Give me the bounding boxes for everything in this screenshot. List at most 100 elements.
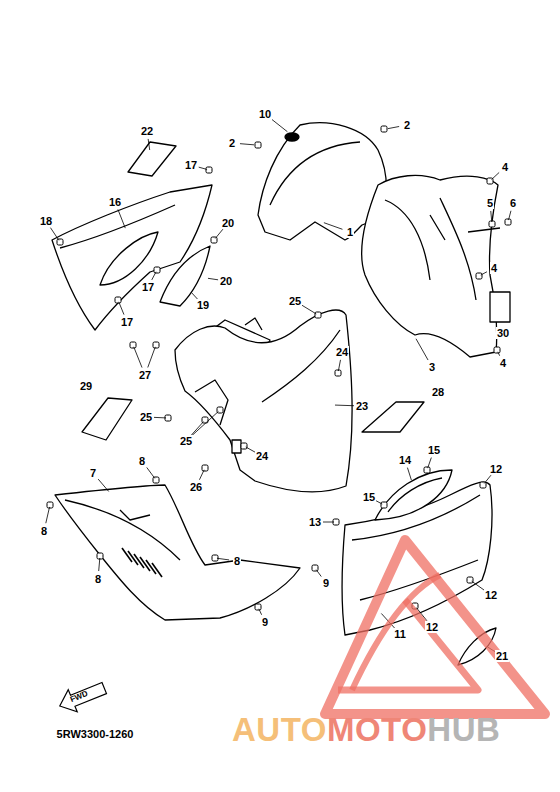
- leader-line: [99, 558, 100, 571]
- leader-line: [481, 272, 487, 275]
- callout-number: 8: [40, 525, 48, 537]
- leader-line: [134, 347, 142, 368]
- inner-panel: [362, 175, 498, 357]
- callout-number: 16: [108, 196, 122, 208]
- callout-number: 24: [335, 346, 349, 358]
- fastener: [315, 312, 321, 318]
- watermark-text: AUTO: [232, 712, 327, 748]
- callout-number: 17: [120, 316, 134, 328]
- leader-line: [271, 119, 287, 132]
- watermark-logo: [325, 540, 545, 714]
- leader-line: [191, 421, 203, 435]
- forward-arrow: [55, 677, 108, 717]
- callout-number: 1: [346, 226, 354, 238]
- fastener: [255, 142, 261, 148]
- callout-number: 28: [431, 386, 445, 398]
- fastener: [476, 273, 482, 279]
- callout-number: 30: [496, 327, 510, 339]
- callout-number: 4: [501, 161, 509, 173]
- callout-number: 19: [196, 299, 210, 311]
- leader-line: [498, 352, 500, 356]
- panel-piece: [82, 398, 132, 440]
- leader-line: [215, 229, 223, 238]
- callout-number: 4: [499, 357, 507, 369]
- leader-line: [154, 417, 166, 419]
- leader-line: [119, 302, 124, 315]
- callout-number: 20: [219, 275, 233, 287]
- leader-line: [152, 272, 156, 280]
- fastener: [467, 577, 473, 583]
- label-plate: [490, 292, 510, 322]
- diagram-code: 5RW3300-1260: [56, 728, 135, 740]
- small-cover: [128, 142, 176, 176]
- callout-number: 25: [288, 295, 302, 307]
- fastener: [312, 565, 318, 571]
- leader-line: [118, 209, 125, 228]
- leader-line: [484, 475, 491, 483]
- fastener: [115, 297, 121, 303]
- callout-number: 3: [428, 361, 436, 373]
- panel-piece: [362, 402, 424, 432]
- callout-number: 27: [138, 369, 152, 381]
- leader-line: [98, 479, 109, 491]
- fastener: [57, 239, 63, 245]
- leader-line: [491, 172, 499, 179]
- watermark-text: HUB: [427, 712, 500, 748]
- callout-number: 8: [94, 573, 102, 585]
- leader-line: [50, 228, 58, 241]
- callout-number: 26: [189, 481, 203, 493]
- leader-line: [208, 278, 218, 280]
- callout-number: 14: [398, 454, 412, 466]
- callout-number: 9: [261, 616, 269, 628]
- callout-number: 11: [393, 628, 407, 640]
- leader-line: [416, 339, 428, 360]
- leader-line: [472, 581, 485, 590]
- leader-line: [338, 360, 340, 371]
- callout-number: 9: [322, 577, 330, 589]
- leader-line: [316, 570, 321, 577]
- callout-number: 17: [141, 281, 155, 293]
- leader-line: [46, 507, 50, 523]
- callout-number: 15: [362, 491, 376, 503]
- callout-number: 12: [425, 621, 439, 633]
- callout-number: 6: [509, 197, 517, 209]
- fastener: [154, 267, 160, 273]
- leader-line: [259, 609, 262, 615]
- leader-line: [147, 467, 155, 478]
- callout-number: 10: [258, 108, 272, 120]
- leader-line: [302, 305, 316, 314]
- leader-line: [192, 411, 219, 435]
- leader-line: [376, 501, 382, 504]
- callout-number: 25: [139, 411, 153, 423]
- fastener: [241, 443, 247, 449]
- callout-number: 17: [184, 159, 198, 171]
- callout-number: 25: [179, 435, 193, 447]
- fastener: [153, 477, 159, 483]
- callout-number: 7: [89, 467, 97, 479]
- leader-line: [199, 470, 204, 480]
- callout-number: 15: [427, 444, 441, 456]
- callout-number: 13: [308, 516, 322, 528]
- fastener: [206, 167, 212, 173]
- direction-mark: FWD: [68, 688, 91, 707]
- fastener: [505, 219, 511, 225]
- callout-number: 18: [39, 215, 53, 227]
- callout-number: 22: [140, 125, 154, 137]
- callout-number: 29: [79, 380, 93, 392]
- side-cover: [52, 185, 212, 330]
- leader-line: [199, 167, 207, 169]
- leader-line: [407, 468, 411, 480]
- callout-number: 20: [221, 217, 235, 229]
- fastener: [130, 342, 136, 348]
- callout-number: 12: [489, 463, 503, 475]
- callout-number: 2: [403, 119, 411, 131]
- small-cover: [160, 246, 210, 306]
- callout-number: 4: [490, 262, 498, 274]
- callout-number: 24: [255, 450, 269, 462]
- leader-line: [388, 126, 399, 128]
- watermark-text: MOTO: [327, 712, 427, 748]
- leader-line: [148, 139, 150, 150]
- leader-line: [148, 347, 156, 368]
- fastener: [202, 465, 208, 471]
